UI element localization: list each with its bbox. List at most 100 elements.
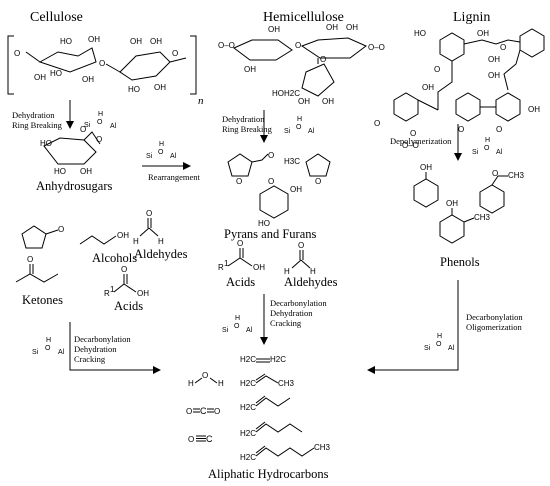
atom-c: C bbox=[200, 406, 207, 416]
anhydrosugar-structure: O O HO HO OH bbox=[40, 125, 102, 176]
svg-text:Al: Al bbox=[308, 128, 315, 135]
butanone-structure: O bbox=[15, 255, 59, 283]
svg-text:Si: Si bbox=[284, 128, 291, 135]
label-aldehydes-left: Aldehydes bbox=[134, 247, 188, 261]
svg-text:H: H bbox=[437, 333, 442, 340]
atom-o: O bbox=[14, 49, 20, 58]
co2-structure: O C O bbox=[186, 406, 220, 416]
methylfuran-structure: H3C O bbox=[284, 153, 331, 186]
header-hemicellulose: Hemicellulose bbox=[263, 10, 344, 25]
atom-hoh2c: HOH2C bbox=[272, 89, 300, 98]
co-structure: O C bbox=[188, 434, 213, 444]
svg-text:Al: Al bbox=[496, 149, 503, 156]
atom-oh: OH bbox=[117, 231, 129, 240]
atom-o: O bbox=[492, 169, 498, 178]
svg-text:H: H bbox=[235, 315, 240, 322]
atom-o: O bbox=[186, 407, 192, 416]
svg-text:H: H bbox=[485, 137, 490, 144]
atom-h: H bbox=[188, 379, 194, 388]
atom-oo: O–O bbox=[402, 141, 419, 150]
atom-ho: HO bbox=[50, 69, 62, 78]
svg-text:Si: Si bbox=[472, 149, 479, 156]
atom-o: O bbox=[214, 407, 220, 416]
lig-final-line2: Oligomerization bbox=[466, 322, 522, 332]
label-ketones: Ketones bbox=[22, 293, 63, 307]
atom-h2c: H2C bbox=[240, 429, 256, 438]
catalyst-icon: Si O H Al bbox=[222, 315, 253, 334]
atom-o: O bbox=[121, 265, 127, 274]
svg-text:Si: Si bbox=[424, 345, 431, 352]
atom-h: H bbox=[133, 237, 139, 246]
svg-text:O: O bbox=[484, 145, 490, 152]
label-rearrangement: Rearrangement bbox=[148, 172, 201, 182]
atom-oo: O–O bbox=[218, 41, 235, 50]
atom-oh: OH bbox=[137, 289, 149, 298]
atom-o: O bbox=[202, 371, 208, 380]
catalyst-icon: Si O H Al bbox=[146, 141, 177, 160]
label-acids-left: Acids bbox=[114, 299, 143, 313]
atom-oh: OH bbox=[268, 25, 280, 34]
atom-h: H bbox=[284, 267, 290, 276]
svg-text:Al: Al bbox=[58, 349, 65, 356]
svg-text:O: O bbox=[436, 341, 442, 348]
atom-h2c: H2C bbox=[240, 355, 256, 364]
atom-oh: OH bbox=[446, 199, 458, 208]
propene-structure: H2C CH3 bbox=[240, 373, 295, 388]
arrow-cellulose-final bbox=[69, 322, 161, 374]
pyran-structure: O OH HO bbox=[258, 177, 302, 228]
atom-oh: OH bbox=[326, 23, 338, 32]
atom-o: O bbox=[496, 125, 502, 134]
cyclopentanone-structure: O bbox=[21, 225, 64, 249]
svg-text:Al: Al bbox=[170, 153, 177, 160]
atom-o: O bbox=[434, 65, 440, 74]
atom-o: O bbox=[96, 135, 102, 144]
atom-ho: HO bbox=[60, 37, 72, 46]
phenol-structure: OH bbox=[413, 163, 439, 208]
svg-text:Si: Si bbox=[146, 153, 153, 160]
atom-oh: OH bbox=[80, 167, 92, 176]
atom-o: O bbox=[500, 43, 506, 52]
atom-o: O bbox=[27, 255, 33, 264]
label-depolymerization: Depolymerization bbox=[390, 136, 452, 146]
atom-subscript-1: 1 bbox=[110, 285, 115, 294]
acid-structure: R 1 O OH bbox=[104, 265, 149, 298]
atom-oh: OH bbox=[477, 29, 489, 38]
ethylene-structure: H2C H2C bbox=[240, 355, 286, 364]
label-aldehydes-mid: Aldehydes bbox=[284, 275, 338, 289]
hemi-final-line2: Dehydration bbox=[270, 308, 313, 318]
catalyst-icon: Si O H Al bbox=[32, 337, 65, 356]
label-aliphatic: Aliphatic Hydrocarbons bbox=[208, 467, 329, 481]
propanol-structure: OH bbox=[79, 231, 129, 245]
atom-subscript-1: 1 bbox=[224, 259, 229, 268]
atom-o: O bbox=[295, 41, 301, 50]
svg-text:H: H bbox=[159, 141, 164, 148]
atom-r: R bbox=[218, 263, 224, 272]
polymer-subscript-n: n bbox=[198, 95, 204, 107]
catalyst-icon: Si O H Al bbox=[284, 116, 315, 135]
cell-final-line1: Decarbonylation bbox=[74, 334, 131, 344]
svg-text:O: O bbox=[97, 119, 103, 126]
aldehyde-structure: O H H bbox=[284, 241, 316, 276]
svg-text:Si: Si bbox=[222, 327, 229, 334]
atom-o: O bbox=[237, 239, 243, 248]
pentene-structure: H2C bbox=[240, 421, 303, 438]
hemi-final-line3: Cracking bbox=[270, 318, 302, 328]
atom-o: O bbox=[458, 125, 464, 134]
atom-ch3: CH3 bbox=[474, 213, 491, 222]
cell-final-line3: Cracking bbox=[74, 354, 106, 364]
atom-o: O bbox=[146, 209, 152, 218]
cellulose-structure: n O HO OH OH HO OH O OH OH HO OH O bbox=[7, 35, 204, 107]
arrow-lignin-final bbox=[367, 280, 459, 374]
atom-ch3: CH3 bbox=[278, 379, 295, 388]
atom-o: O bbox=[188, 435, 194, 444]
atom-oh: OH bbox=[244, 65, 256, 74]
hemi-step1-line1: Dehydration bbox=[222, 114, 265, 124]
atom-h: H bbox=[218, 379, 224, 388]
atom-o: O bbox=[268, 177, 274, 186]
label-acids-mid: Acids bbox=[226, 275, 255, 289]
hexene-structure: H2C CH3 bbox=[240, 443, 331, 462]
atom-oh: OH bbox=[82, 75, 94, 84]
atom-oh: OH bbox=[34, 73, 46, 82]
atom-h2c: H2C bbox=[240, 453, 256, 462]
